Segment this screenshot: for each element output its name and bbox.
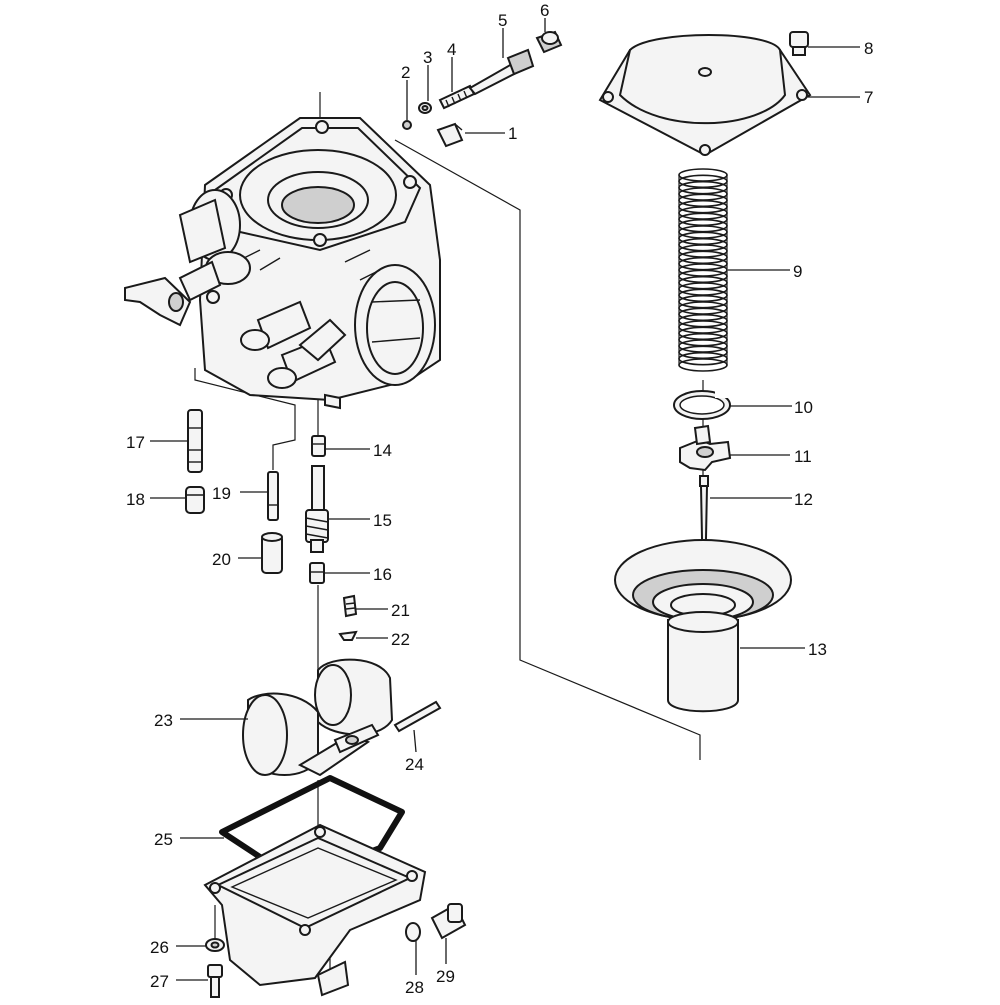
callout-20: 20 [212,550,231,569]
callout-9: 9 [793,262,802,281]
callout-27: 27 [150,972,169,991]
callout-21: 21 [391,601,410,620]
callout-24: 24 [405,755,424,774]
callout-numbers: 1 2 3 4 5 6 7 8 9 10 11 12 13 14 15 16 1… [126,1,873,997]
callout-7: 7 [864,88,873,107]
callout-14: 14 [373,441,392,460]
callout-13: 13 [808,640,827,659]
callout-3: 3 [423,48,432,67]
callout-15: 15 [373,511,392,530]
drain-plug-part-29 [430,903,467,940]
callout-6: 6 [540,1,549,20]
idle-plug-part-1 [436,122,464,148]
float-valve-seat-part-16 [309,562,325,584]
needle-holder-part-11 [679,424,732,472]
snap-ring-part-10 [673,390,731,420]
callout-12: 12 [794,490,813,509]
callout-leaders [150,18,860,981]
float-pin-part-24 [393,700,442,733]
spring-part-9 [678,168,728,372]
cover-screw-part-8 [789,31,809,56]
callout-1: 1 [508,124,517,143]
callout-11: 11 [794,447,812,466]
callout-22: 22 [391,630,410,649]
callout-19: 19 [212,484,231,503]
callout-2: 2 [401,63,410,82]
callout-25: 25 [154,830,173,849]
needle-jet-holder-part-15 [305,465,329,553]
clip-part-22 [338,630,358,641]
jet-holder-part-20 [261,532,283,574]
callout-4: 4 [447,40,456,59]
starter-jet-part-19 [267,471,279,521]
callout-5: 5 [498,11,507,30]
float-bowl [203,823,427,997]
plug-part-18 [185,486,205,514]
callout-23: 23 [154,711,173,730]
choke-lever [124,251,251,327]
callout-16: 16 [373,565,392,584]
callout-26: 26 [150,938,169,957]
float-valve-part-21 [342,594,358,618]
top-cover-part-7 [598,34,812,157]
screw-part-27 [207,964,223,998]
pilot-screw-assembly [402,30,563,130]
diaphragm-piston-part-13 [614,539,792,713]
callout-8: 8 [864,39,873,58]
callout-10: 10 [794,398,813,417]
float-part-23 [242,658,394,777]
main-jet-part-14 [311,435,326,457]
callout-17: 17 [126,433,145,452]
washer-part-26 [205,938,225,952]
carburetor-body [178,117,441,410]
o-ring-part-28 [405,922,421,942]
callout-29: 29 [436,967,455,986]
callout-18: 18 [126,490,145,509]
callout-28: 28 [405,978,424,997]
pilot-jet-part-17 [187,409,203,473]
